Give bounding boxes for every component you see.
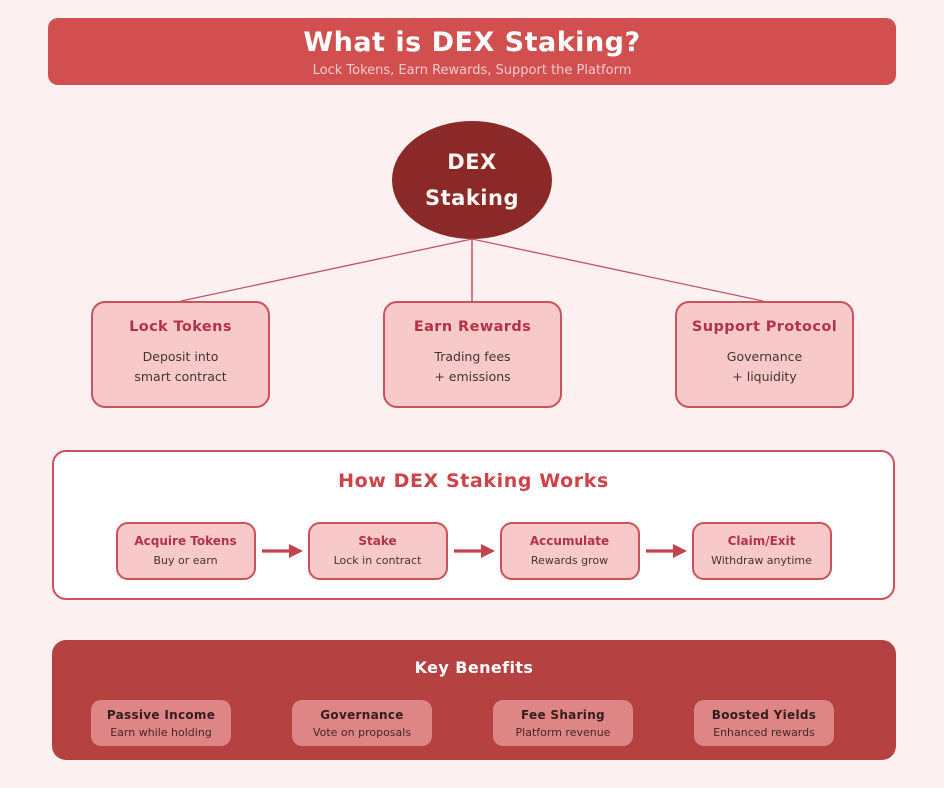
step-subtitle: Rewards grow — [530, 554, 609, 567]
step-title: Acquire Tokens — [134, 534, 237, 548]
benefit-subtitle: Enhanced rewards — [713, 726, 815, 739]
benefit-title: Fee Sharing — [521, 708, 605, 722]
benefit-title: Passive Income — [106, 708, 216, 722]
arrow-right-icon — [448, 542, 500, 560]
benefit-subtitle: Vote on proposals — [312, 726, 412, 739]
benefit-title: Boosted Yields — [711, 708, 817, 722]
pillar-earn-rewards: Earn Rewards Trading fees + emissions — [383, 301, 562, 408]
pillar-body-line2: + liquidity — [732, 369, 797, 384]
arrow-right-icon — [256, 542, 308, 560]
arrow-right-icon — [640, 542, 692, 560]
benefit-passive-income: Passive Income Earn while holding — [91, 700, 231, 746]
pillar-body-line1: Deposit into — [142, 349, 219, 364]
page-subtitle: Lock Tokens, Earn Rewards, Support the P… — [312, 63, 632, 78]
step-title: Accumulate — [529, 534, 610, 548]
step-title: Claim/Exit — [727, 534, 796, 548]
pillar-lock-tokens: Lock Tokens Deposit into smart contract — [91, 301, 270, 408]
key-benefits-title: Key Benefits — [414, 658, 534, 677]
root-node-line2: Staking — [425, 186, 519, 210]
pillar-title: Lock Tokens — [129, 319, 232, 335]
pillar-title: Earn Rewards — [413, 319, 532, 335]
benefit-subtitle: Earn while holding — [110, 726, 212, 739]
benefit-fee-sharing: Fee Sharing Platform revenue — [493, 700, 633, 746]
root-node-dex-staking: DEX Staking — [392, 121, 552, 239]
pillar-body-line2: smart contract — [134, 369, 227, 384]
step-subtitle: Lock in contract — [333, 554, 422, 567]
page-title: What is DEX Staking? — [303, 27, 641, 58]
connector-lines — [180, 238, 764, 302]
step-claim-exit: Claim/Exit Withdraw anytime — [691, 522, 832, 580]
header-banner: What is DEX Staking? Lock Tokens, Earn R… — [48, 18, 896, 85]
step-subtitle: Buy or earn — [153, 554, 218, 567]
step-subtitle: Withdraw anytime — [711, 554, 812, 567]
step-title: Stake — [358, 534, 397, 548]
key-benefits-panel: Key Benefits Passive Income Earn while h… — [52, 640, 896, 760]
root-node-line1: DEX — [447, 150, 497, 174]
how-it-works-panel: How DEX Staking Works Acquire Tokens Buy… — [52, 450, 895, 600]
benefit-title: Governance — [320, 708, 404, 722]
pillar-support-protocol: Support Protocol Governance + liquidity — [675, 301, 854, 408]
step-accumulate: Accumulate Rewards grow — [499, 522, 640, 580]
benefit-governance: Governance Vote on proposals — [292, 700, 432, 746]
steps-row: Acquire Tokens Buy or earn Stake Lock in… — [54, 522, 893, 580]
step-stake: Stake Lock in contract — [307, 522, 448, 580]
pillar-body-line2: + emissions — [434, 369, 511, 384]
pillar-body-line1: Trading fees — [434, 349, 511, 364]
benefits-row: Passive Income Earn while holding Govern… — [91, 700, 834, 746]
pillar-title: Support Protocol — [691, 319, 838, 335]
benefit-boosted-yields: Boosted Yields Enhanced rewards — [694, 700, 834, 746]
benefit-subtitle: Platform revenue — [515, 726, 611, 739]
pillar-body-line1: Governance — [726, 349, 803, 364]
how-it-works-title: How DEX Staking Works — [338, 470, 609, 492]
step-acquire-tokens: Acquire Tokens Buy or earn — [115, 522, 256, 580]
